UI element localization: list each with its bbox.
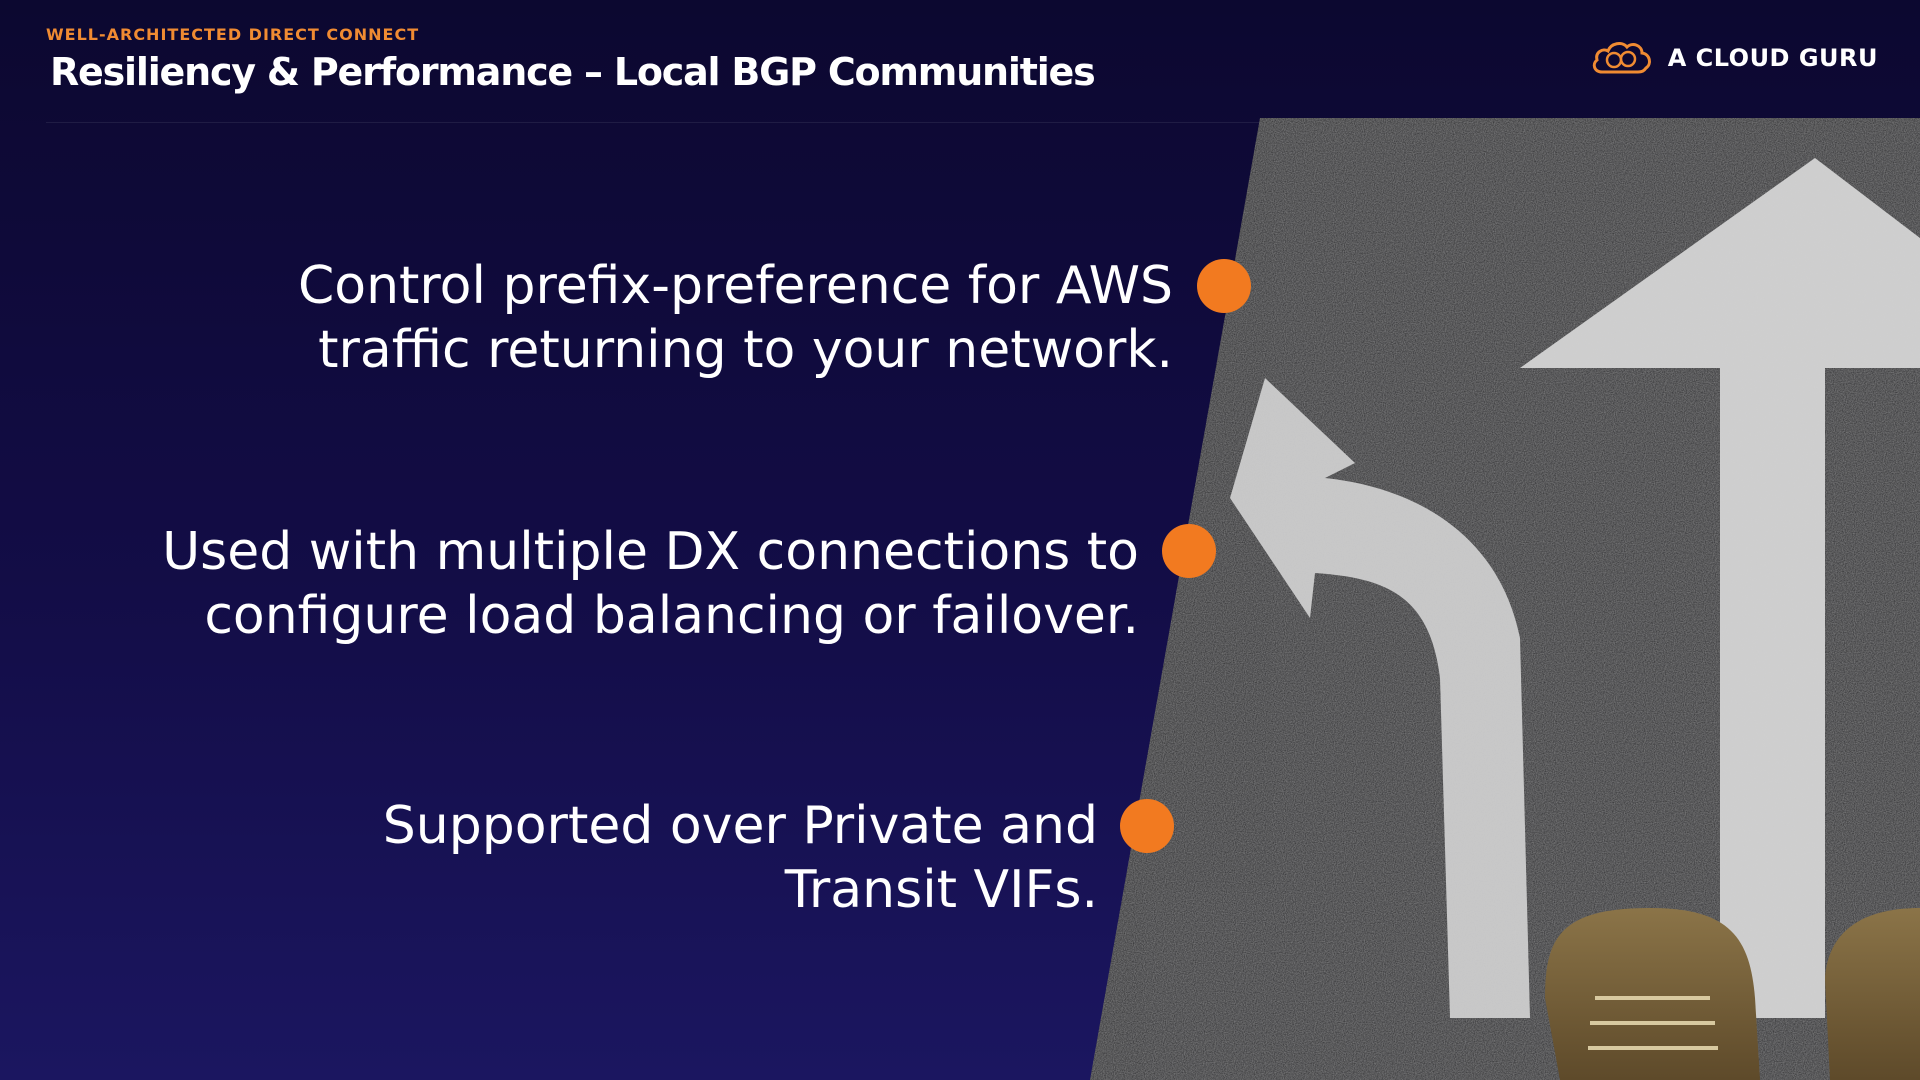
section-kicker: WELL-ARCHITECTED DIRECT CONNECT	[46, 25, 420, 44]
bullet-dot	[1120, 799, 1174, 853]
bullet-item: Supported over Private and Transit VIFs.	[383, 794, 1098, 922]
bullet-line: traffic returning to your network.	[318, 320, 1173, 380]
bullet-dot	[1197, 259, 1251, 313]
cloud-logo-icon	[1592, 42, 1651, 74]
bullet-dot	[1162, 524, 1216, 578]
right-shoe	[1825, 908, 1920, 1080]
bullet-item: Used with multiple DX connections to con…	[162, 520, 1139, 648]
bullet-line: Control prefix-preference for AWS	[297, 256, 1173, 316]
header-divider	[46, 122, 1920, 123]
bullet-item: Control prefix-preference for AWS traffi…	[298, 254, 1173, 382]
slide-title: Resiliency & Performance – Local BGP Com…	[50, 50, 1096, 94]
bullet-line: Used with multiple DX connections to	[162, 522, 1139, 582]
left-shoe	[1545, 908, 1760, 1080]
bullet-line: Supported over Private and	[382, 796, 1098, 856]
bullet-line: Transit VIFs.	[784, 860, 1098, 920]
bullet-line: configure load balancing or failover.	[204, 586, 1139, 646]
brand-logo: A CLOUD GURU	[1590, 36, 1878, 80]
brand-name: A CLOUD GURU	[1667, 44, 1878, 72]
